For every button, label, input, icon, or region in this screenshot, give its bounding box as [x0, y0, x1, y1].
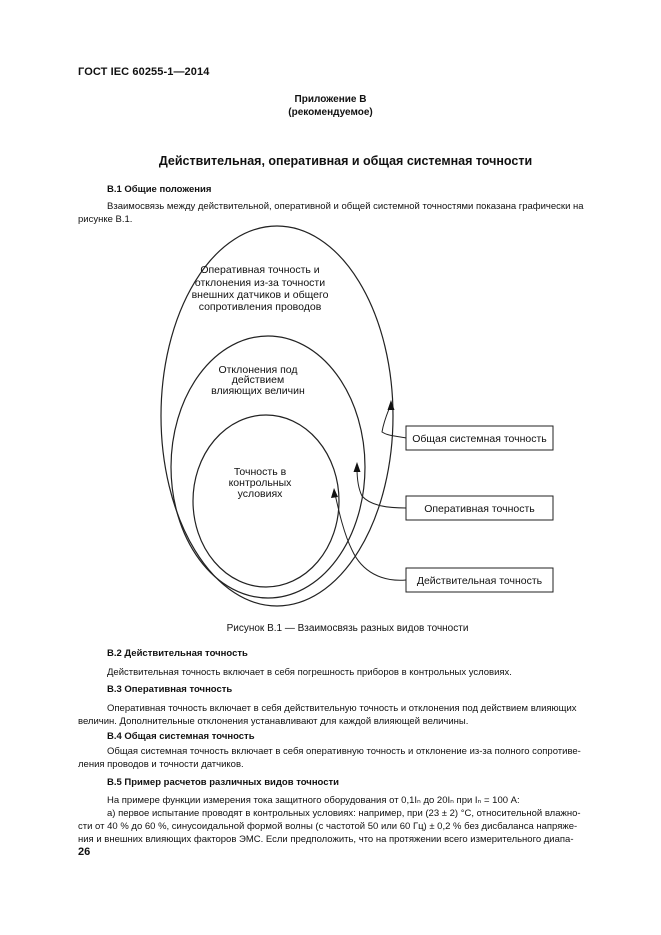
box-actual-label: Действительная точность	[417, 575, 543, 587]
outer-label-line: Оперативная точность и	[200, 264, 319, 276]
text-line: сти от 40 % до 60 %, синусоидальной форм…	[78, 821, 578, 832]
section-heading-b4: В.4 Общая системная точность	[107, 731, 255, 742]
middle-ellipse	[170, 335, 366, 599]
figure-caption: Рисунок В.1 — Взаимосвязь разных видов т…	[226, 623, 469, 634]
text-line: величин. Дополнительные отклонения устан…	[78, 716, 469, 727]
box-actual-accuracy	[405, 567, 554, 593]
text-line: На примере функции измерения тока защитн…	[107, 795, 520, 806]
outer-label-line: внешних датчиков и общего	[192, 289, 329, 301]
section-heading-b3: В.3 Оперативная точность	[107, 684, 233, 695]
outer-ellipse	[160, 225, 394, 607]
text-line: рисунке В.1.	[78, 214, 133, 225]
section-text-b2: Действительная точность включает в себя …	[78, 666, 614, 679]
outer-label-line: отклонения из-за точности	[195, 277, 325, 289]
section-text-b3: Оперативная точность включает в себя дей…	[78, 702, 614, 728]
page-number: 26	[78, 846, 91, 858]
section-text-b1: Взаимосвязь между действительной, операт…	[78, 200, 614, 226]
text-line: Действительная точность включает в себя …	[107, 667, 512, 678]
section-heading-b2: В.2 Действительная точность	[107, 648, 248, 659]
section-text-b5: На примере функции измерения тока защитн…	[78, 794, 614, 846]
text-line: ления проводов и точности датчиков.	[78, 759, 244, 770]
arrowhead-system-icon	[387, 400, 395, 410]
main-title: Действительная, оперативная и общая сист…	[158, 154, 533, 168]
annex-title: Приложение В	[294, 94, 367, 105]
arrowhead-actual-icon	[331, 488, 338, 498]
section-text-b4: Общая системная точность включает в себя…	[78, 745, 614, 771]
text-line: Оперативная точность включает в себя дей…	[107, 703, 577, 714]
arrow-operative	[356, 467, 407, 509]
document-header: ГОСТ IEC 60255-1—2014	[78, 66, 210, 78]
box-operative-label: Оперативная точность	[424, 503, 535, 515]
annex-subtitle: (рекомендуемое)	[288, 107, 373, 118]
box-system-label: Общая системная точность	[412, 433, 547, 445]
arrow-system	[381, 403, 407, 439]
section-heading-b1: В.1 Общие положения	[107, 184, 212, 195]
arrow-actual	[334, 493, 407, 581]
inner-label-line: условиях	[238, 488, 284, 500]
middle-label-line: влияющих величин	[211, 385, 305, 397]
inner-label-line: контрольных	[229, 477, 293, 489]
text-line: Взаимосвязь между действительной, операт…	[107, 201, 584, 212]
outer-label-line: сопротивления проводов	[199, 301, 322, 313]
text-line: ния и внешних влияющих факторов ЭМС. Есл…	[78, 834, 574, 845]
box-operative-accuracy	[405, 495, 554, 521]
inner-ellipse	[192, 414, 340, 588]
section-heading-b5: В.5 Пример расчетов различных видов точн…	[107, 777, 340, 788]
inner-label-line: Точность в	[234, 466, 287, 478]
middle-label-line: действием	[232, 374, 284, 386]
text-line: Общая системная точность включает в себя…	[107, 746, 581, 757]
box-system-accuracy	[405, 425, 554, 451]
text-line: а) первое испытание проводят в контрольн…	[107, 808, 581, 819]
arrowhead-operative-icon	[353, 462, 361, 472]
middle-label-line: Отклонения под	[218, 364, 297, 376]
